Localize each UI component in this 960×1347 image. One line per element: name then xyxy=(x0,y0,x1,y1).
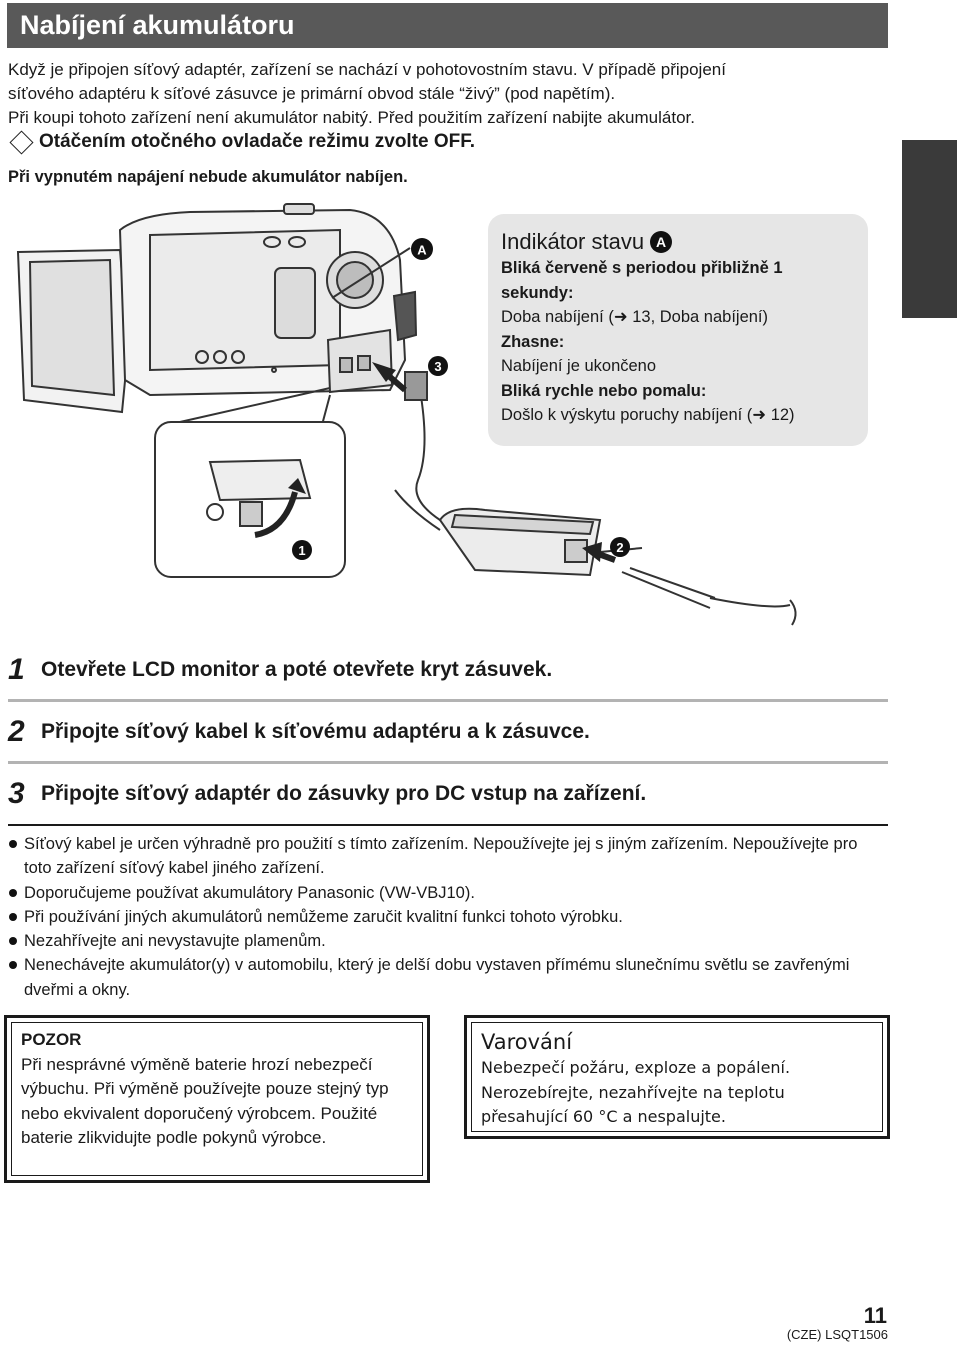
warning-title: Varování xyxy=(481,1030,573,1054)
charging-illustration: A 3 1 2 xyxy=(16,203,797,626)
caution-title: POZOR xyxy=(21,1030,82,1049)
intro-text: Když je připojen síťový adaptér, zařízen… xyxy=(8,58,888,130)
caution-box: POZOR Při nesprávné výměně baterie hrozí… xyxy=(4,1015,430,1183)
caution-text: Při nesprávné výměně baterie hrozí nebez… xyxy=(21,1054,389,1148)
zoom-inset xyxy=(154,387,346,578)
camera-body xyxy=(118,203,418,397)
svg-text:A: A xyxy=(417,243,427,258)
status-label: Zhasne: xyxy=(501,332,565,351)
status-value: Nabíjení je ukončeno xyxy=(501,357,657,375)
steps-list: 1 Otevřete LCD monitor a poté otevřete k… xyxy=(8,640,888,826)
ac-adapter xyxy=(394,371,797,626)
intro-line: Při koupi tohoto zařízení není akumuláto… xyxy=(8,108,695,127)
section-header: Nabíjení akumulátoru xyxy=(7,3,888,48)
warning-text: Nebezpečí požáru, exploze a popálení. Ne… xyxy=(481,1058,791,1126)
lcd-monitor xyxy=(16,248,130,414)
warning-box: Varování Nebezpečí požáru, exploze a pop… xyxy=(464,1015,890,1139)
callout-3: 3 xyxy=(428,356,448,376)
badge-a-icon: A xyxy=(650,231,673,253)
status-indicator-box: Indikátor stavu A Bliká červeně s period… xyxy=(488,214,868,446)
status-label: Bliká červeně s periodou přibližně 1 sek… xyxy=(501,259,783,302)
step-item: 2 Připojte síťový kabel k síťovému adapt… xyxy=(8,702,888,764)
note-item: Síťový kabel je určen výhradně pro použi… xyxy=(8,832,888,881)
note-item: Při používání jiných akumulátorů nemůžem… xyxy=(8,905,888,929)
note-item: Nezahřívejte ani nevystavujte plamenům. xyxy=(8,929,888,953)
arrow-icon xyxy=(372,362,617,563)
status-label: Bliká rychle nebo pomalu: xyxy=(501,381,707,400)
callout-a: A xyxy=(411,238,433,260)
status-title-text: Indikátor stavu xyxy=(501,229,645,254)
status-value: Doba nabíjení (➜ 13, Doba nabíjení) xyxy=(501,308,768,326)
note-item: Nenechávejte akumulátor(y) v automobilu,… xyxy=(8,953,888,1002)
intro-line: Když je připojen síťový adaptér, zařízen… xyxy=(8,60,726,79)
step-number: 3 xyxy=(8,777,25,810)
svg-text:1: 1 xyxy=(298,543,305,558)
callout-2: 2 xyxy=(610,537,630,557)
page-number: 11 xyxy=(863,1303,887,1328)
instruction-note: Při vypnutém napájení nebude akumulátor … xyxy=(8,168,408,186)
step-text: Připojte síťový adaptér do zásuvky pro D… xyxy=(41,782,647,805)
page-title: Nabíjení akumulátoru xyxy=(20,10,295,40)
status-value: Došlo k výskytu poruchy nabíjení (➜ 12) xyxy=(501,406,795,424)
step-text: Připojte síťový kabel k síťovému adaptér… xyxy=(41,719,590,743)
document-code: (CZE) LSQT1506 xyxy=(786,1327,888,1342)
svg-text:3: 3 xyxy=(434,359,441,374)
instruction-text: Otáčením otočného ovladače režimu zvolte… xyxy=(39,131,476,152)
note-item: Doporučujeme používat akumulátory Panaso… xyxy=(8,881,888,905)
side-tab-marker xyxy=(902,140,957,318)
step-item: 3 Připojte síťový adaptér do zásuvky pro… xyxy=(8,764,888,826)
notes-list: Síťový kabel je určen výhradně pro použi… xyxy=(8,832,888,1002)
instruction: Otáčením otočného ovladače režimu zvolte… xyxy=(8,129,476,155)
status-title: Indikátor stavu A xyxy=(501,228,856,256)
step-number: 2 xyxy=(8,714,25,748)
intro-line: síťového adaptéru k síťové zásuvce je pr… xyxy=(8,84,616,103)
step-text: Otevřete LCD monitor a poté otevřete kry… xyxy=(41,657,553,681)
diamond-bullet-icon xyxy=(9,129,34,155)
callout-1: 1 xyxy=(292,540,312,560)
step-number: 1 xyxy=(8,652,25,686)
step-item: 1 Otevřete LCD monitor a poté otevřete k… xyxy=(8,640,888,702)
svg-text:2: 2 xyxy=(616,540,623,555)
